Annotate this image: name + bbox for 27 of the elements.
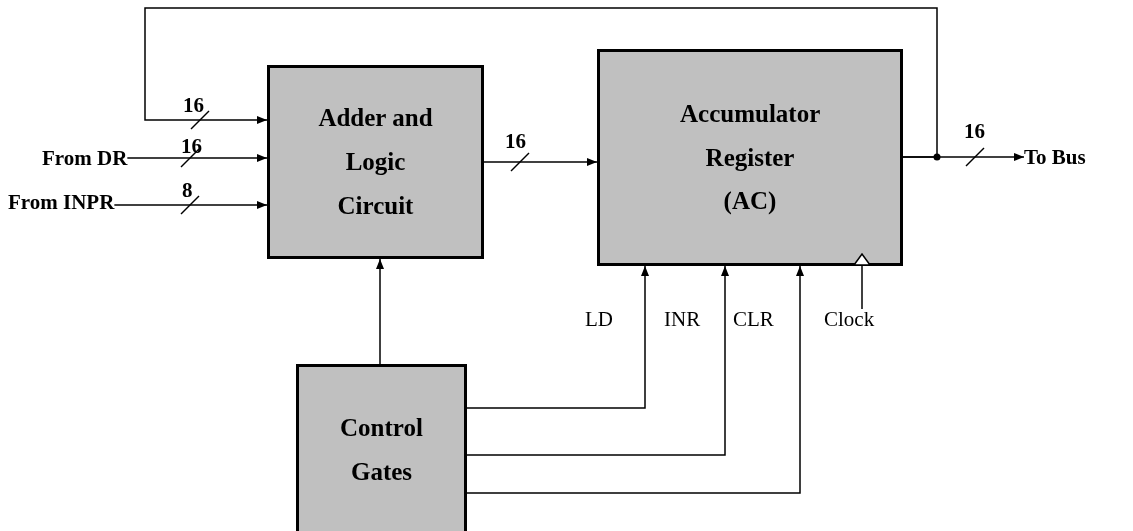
box-title: Control Gates	[339, 413, 424, 487]
bus-width-label: 16	[964, 121, 985, 142]
input-label: From INPR	[8, 192, 115, 213]
arrow	[126, 154, 268, 162]
register-box	[597, 49, 903, 266]
bus-width-label: 16	[183, 95, 204, 116]
arrow	[376, 258, 384, 365]
arrow	[144, 7, 938, 158]
arrow	[483, 158, 598, 166]
arrow	[466, 265, 729, 456]
arrow	[466, 265, 649, 409]
output-label: To Bus	[1024, 147, 1086, 168]
signal-label: INR	[664, 309, 701, 330]
bus-width-label: 16	[505, 131, 526, 152]
box-title: Adder and Logic Circuit	[317, 103, 434, 221]
connector-line	[861, 265, 863, 310]
clock-label: Clock	[824, 309, 875, 330]
arrow	[113, 201, 268, 209]
arrow	[466, 265, 804, 494]
input-label: From DR	[42, 148, 128, 169]
signal-label: LD	[585, 309, 613, 330]
bus-width-label: 8	[182, 180, 193, 201]
bus-width-label: 16	[181, 136, 202, 157]
box-title: Accumulator Register (AC)	[680, 98, 820, 217]
adder-logic-box	[267, 65, 484, 259]
control-gates-box	[296, 364, 467, 531]
signal-label: CLR	[733, 309, 774, 330]
